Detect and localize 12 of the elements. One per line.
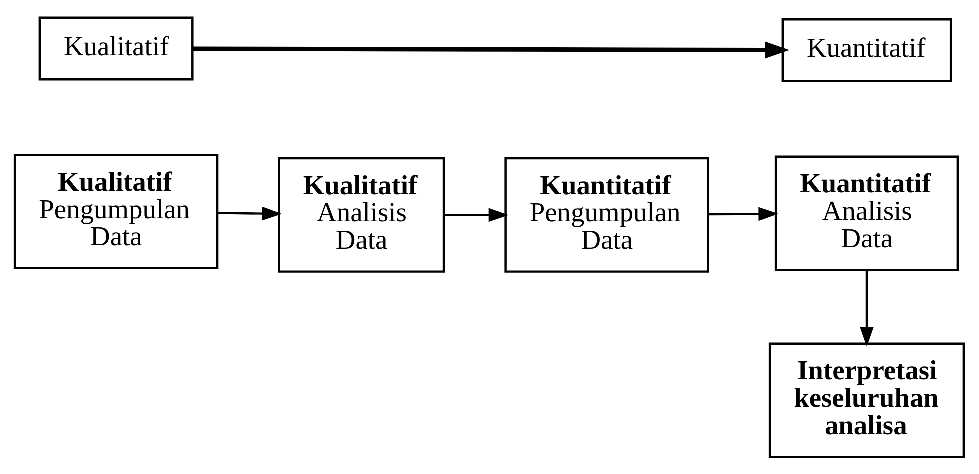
node-box: Interpretasi keseluruhan analisa bbox=[768, 342, 966, 458]
node-box: Kuantitatif Pengumpulan Data bbox=[504, 156, 710, 272]
arrow bbox=[193, 41, 790, 58]
arrow bbox=[860, 270, 874, 346]
arrow bbox=[218, 206, 282, 220]
node-box: Kuantitatif Analisis Data bbox=[774, 155, 960, 271]
node-box: Kualitatif bbox=[38, 16, 194, 80]
arrow bbox=[444, 208, 509, 222]
arrow bbox=[708, 206, 779, 221]
node-box: Kualitatif Analisis Data bbox=[278, 156, 446, 272]
node-box: Kuantitatif bbox=[782, 18, 952, 82]
node-box: Kualitatif Pengumpulan Data bbox=[14, 154, 219, 269]
